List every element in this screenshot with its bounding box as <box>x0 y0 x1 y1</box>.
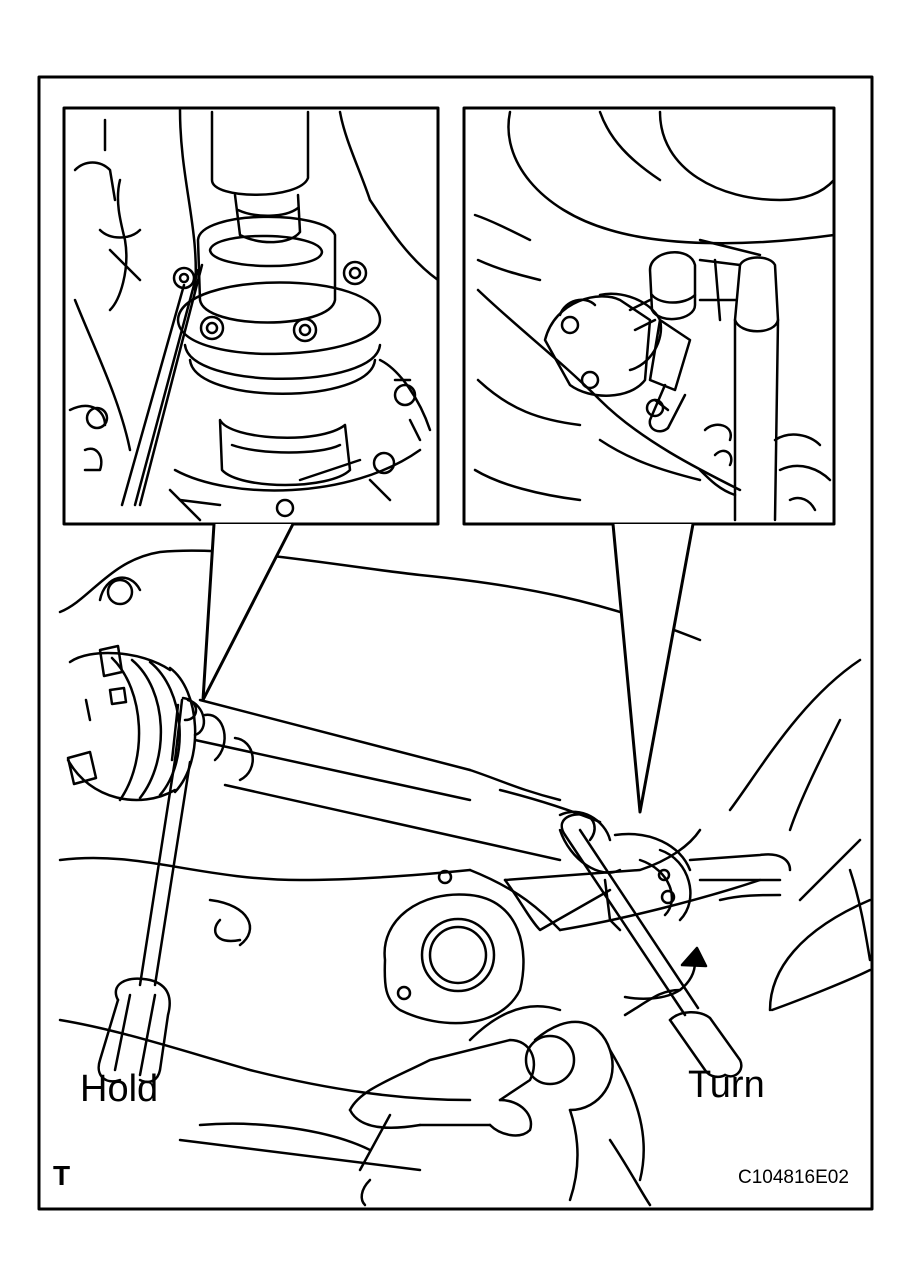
turn-label: Turn <box>688 1064 765 1106</box>
detail-inset-left <box>62 106 440 702</box>
curved-arrow-icon <box>623 946 708 1000</box>
detail-inset-right <box>462 106 836 814</box>
hold-label: Hold <box>80 1068 159 1110</box>
figure-code: C104816E02 <box>738 1167 849 1188</box>
main-view <box>58 549 872 1207</box>
section-mark: T <box>53 1160 71 1191</box>
outer-frame <box>37 75 874 1211</box>
